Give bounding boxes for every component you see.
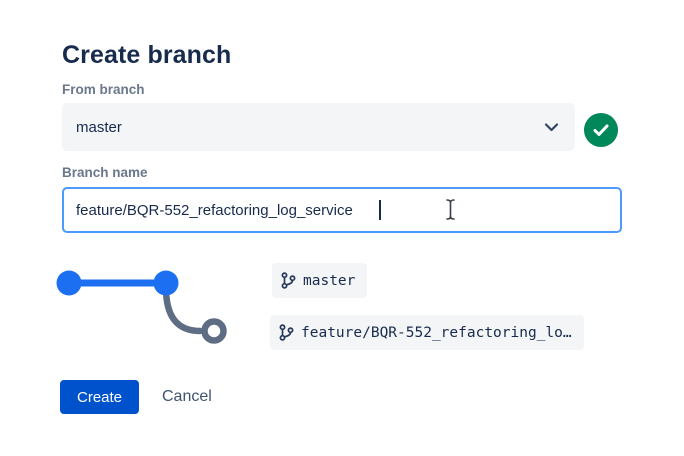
branch-name-field-wrap — [62, 187, 622, 233]
from-branch-selected-value: master — [76, 118, 122, 136]
check-circle-icon — [584, 113, 618, 147]
branch-name-input[interactable] — [62, 187, 622, 233]
source-branch-name: master — [303, 272, 356, 289]
new-branch-name: feature/BQR-552_refactoring_lo… — [301, 324, 572, 341]
new-branch-node — [201, 318, 227, 344]
main-branch-node-right — [153, 270, 179, 296]
page-title: Create branch — [62, 40, 232, 69]
new-branch-curve — [162, 284, 204, 335]
from-branch-select[interactable]: master — [62, 103, 575, 151]
create-button[interactable]: Create — [60, 380, 140, 414]
cancel-button[interactable]: Cancel — [162, 388, 212, 405]
text-caret — [379, 200, 381, 220]
from-branch-label: From branch — [62, 82, 145, 97]
main-branch-node-left — [56, 270, 82, 296]
new-branch-chip: feature/BQR-552_refactoring_lo… — [270, 315, 584, 350]
source-branch-chip: master — [272, 263, 368, 298]
branch-name-label: Branch name — [62, 165, 148, 180]
chevron-down-icon — [544, 122, 559, 132]
git-branch-icon — [279, 324, 294, 341]
branch-graph-illustration — [56, 270, 227, 344]
git-branch-icon — [281, 272, 296, 289]
